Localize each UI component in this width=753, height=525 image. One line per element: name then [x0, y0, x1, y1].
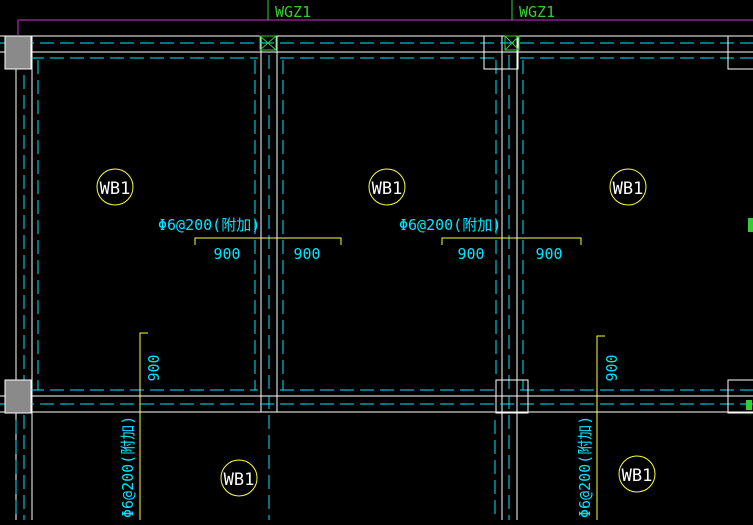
rebar-horizontal: Φ6@200(附加) 900 900: [158, 216, 342, 263]
slab-label: WB1: [372, 179, 403, 199]
grip-markers: [746, 218, 753, 410]
rebar-spec: Φ6@200(附加): [119, 416, 137, 518]
dashed-lines: [0, 42, 753, 520]
axis-line-top: [17, 0, 753, 35]
rebar-length-right: 900: [293, 245, 320, 263]
rebar-length-right: 900: [535, 245, 562, 263]
slab-marker: WB1: [609, 168, 647, 206]
rebar-vertical: 900 Φ6@200(附加): [576, 335, 621, 520]
axis-label-wgz1-left: WGZ1: [275, 3, 311, 21]
columns: [4, 35, 753, 414]
slab-marker: WB1: [96, 168, 134, 206]
slab-label: WB1: [224, 470, 255, 490]
rebar-length-left: 900: [457, 245, 484, 263]
rebar-vertical: 900 Φ6@200(附加): [119, 332, 163, 520]
slab-marker: WB1: [618, 455, 656, 493]
slab-label: WB1: [622, 466, 653, 486]
rebar-length: 900: [603, 354, 621, 381]
rebar-length-left: 900: [213, 245, 240, 263]
slab-marker: WB1: [368, 168, 406, 206]
slab-marker: WB1: [220, 459, 258, 497]
beam-lines: [0, 35, 753, 520]
axis-label-wgz1-right: WGZ1: [519, 3, 555, 21]
slab-label: WB1: [100, 179, 131, 199]
rebar-length: 900: [145, 354, 163, 381]
rebar-spec: Φ6@200(附加): [576, 416, 594, 518]
rebar-spec: Φ6@200(附加): [399, 216, 501, 234]
rebar-horizontal: Φ6@200(附加) 900 900: [399, 216, 582, 263]
rebar-spec: Φ6@200(附加): [158, 216, 260, 234]
slab-label: WB1: [613, 179, 644, 199]
